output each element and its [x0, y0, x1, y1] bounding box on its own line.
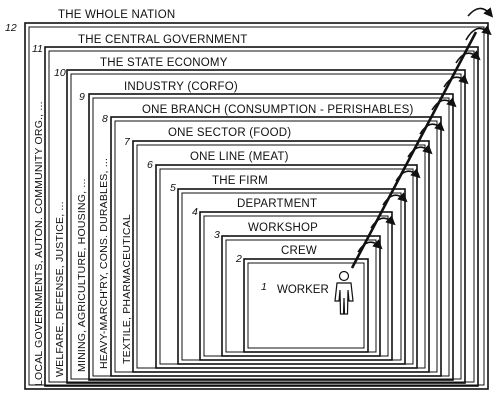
- level-10-title: THE STATE ECONOMY: [100, 57, 228, 69]
- side-label-level-9: HEAVY-MARCH'RY, CONS. DURABLES, ...: [98, 158, 110, 369]
- box-level-12: [24, 22, 489, 390]
- level-numbers: 12 11 10 9 8 7 6 5 4 3 2 1: [5, 22, 267, 293]
- worker-figure-icon: [334, 270, 354, 315]
- level-7-number: 7: [124, 136, 131, 148]
- level-12-title: THE WHOLE NATION: [58, 9, 175, 21]
- side-label-level-12: LOCAL GOVERNMENTS, AUTON. COMMUNITY ORG.…: [33, 101, 45, 386]
- level-9-number: 9: [79, 91, 85, 103]
- box-level-11-inner: [48, 50, 475, 383]
- box-level-10: [66, 69, 466, 384]
- box-level-4: [199, 211, 393, 361]
- level-1-title: WORKER: [277, 284, 329, 296]
- side-label-level-11: WELFARE, DEFENSE, JUSTICE, ...: [54, 201, 66, 377]
- box-level-8: [110, 116, 442, 377]
- box-level-2-inner: [247, 262, 365, 349]
- curved-arrow-icon: [382, 192, 408, 206]
- box-level-6: [155, 164, 418, 369]
- curved-arrow-icon: [431, 97, 457, 111]
- curved-arrow-icon: [467, 7, 494, 18]
- level-5-number: 5: [170, 182, 176, 194]
- box-level-3: [221, 235, 381, 357]
- curved-arrow-icon: [370, 215, 396, 229]
- side-label-level-10: MINING, AGRICULTURE, HOUSING, ...: [76, 178, 88, 372]
- level-11-number: 11: [32, 43, 43, 55]
- level-4-title: DEPARTMENT: [237, 198, 317, 210]
- curved-arrows: [357, 7, 494, 253]
- box-level-11: [44, 46, 479, 387]
- level-9-title: INDUSTRY (CORFO): [124, 81, 238, 93]
- level-2-number: 2: [235, 253, 242, 265]
- curved-arrow-icon: [465, 25, 492, 41]
- box-level-9: [88, 93, 454, 381]
- box-level-7: [132, 140, 430, 373]
- level-1-number: 1: [261, 281, 267, 293]
- level-2-title: CREW: [281, 245, 317, 257]
- level-3-title: WORKSHOP: [248, 222, 318, 234]
- level-8-title: ONE BRANCH (CONSUMPTION - PERISHABLES): [142, 104, 414, 116]
- box-level-10-inner: [70, 73, 462, 380]
- side-label-level-8: TEXTILE, PHARMACEUTICAL: [121, 214, 133, 364]
- curved-arrow-icon: [443, 74, 469, 88]
- level-boxes: [24, 22, 489, 390]
- level-3-number: 3: [214, 229, 220, 241]
- level-titles: THE WHOLE NATION THE CENTRAL GOVERNMENT …: [58, 9, 414, 296]
- curved-arrow-icon: [407, 144, 433, 158]
- level-6-title: ONE LINE (MEAT): [190, 151, 289, 163]
- level-12-number: 12: [5, 22, 17, 34]
- level-7-title: ONE SECTOR (FOOD): [168, 127, 291, 139]
- side-labels: LOCAL GOVERNMENTS, AUTON. COMMUNITY ORG.…: [33, 101, 133, 386]
- curved-arrow-icon: [357, 239, 383, 253]
- box-level-5: [177, 188, 406, 365]
- level-6-number: 6: [147, 159, 153, 171]
- level-5-title: THE FIRM: [212, 175, 268, 187]
- box-level-12-inner: [28, 26, 485, 386]
- level-10-number: 10: [54, 67, 66, 79]
- level-8-number: 8: [102, 113, 108, 125]
- box-level-2: [243, 258, 369, 353]
- level-4-number: 4: [192, 206, 198, 218]
- curved-arrow-icon: [419, 121, 445, 135]
- curved-arrow-icon: [395, 168, 421, 182]
- box-level-9-inner: [92, 97, 450, 377]
- level-11-title: THE CENTRAL GOVERNMENT: [78, 34, 247, 46]
- curved-arrow-icon: [455, 50, 481, 64]
